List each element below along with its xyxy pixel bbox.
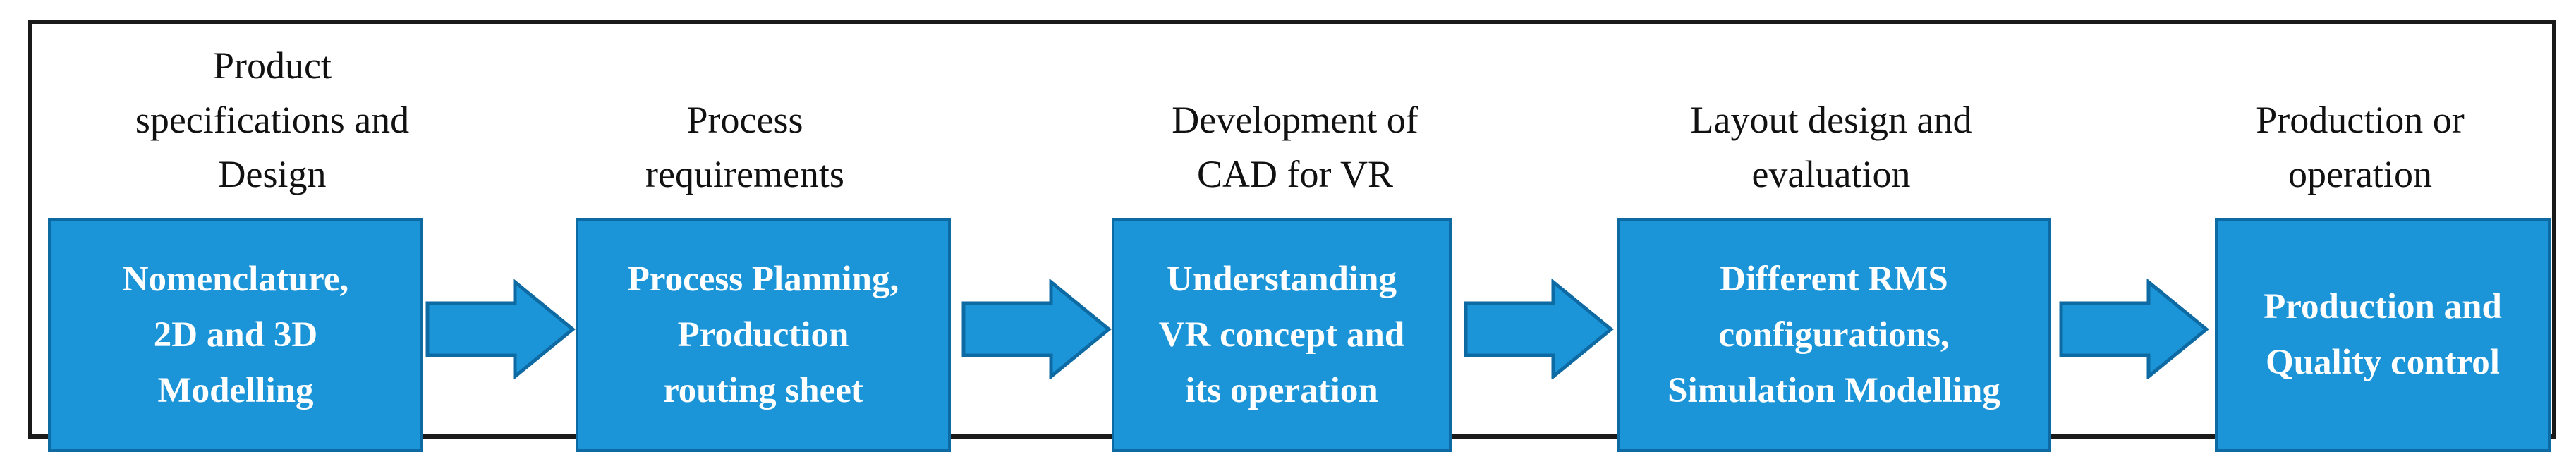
arrow-3-icon (1464, 279, 1614, 379)
stage-4-heading: Layout design and evaluation (1690, 99, 1972, 195)
stage-5-box-text: Production and Quality control (2264, 287, 2502, 382)
stage-3-box-text: Understanding VR concept and its operati… (1158, 259, 1405, 410)
stage-3-box: Understanding VR concept and its operati… (1112, 218, 1452, 452)
stage-2-box: Process Planning, Production routing she… (576, 218, 951, 452)
arrow-2-icon (961, 279, 1112, 379)
process-flow-frame: Product specifications and Design Nomenc… (28, 20, 2556, 452)
stage-4-box: Different RMS configurations, Simulation… (1617, 218, 2051, 452)
arrow-1-icon (425, 279, 576, 379)
stage-1-box-text: Nomenclature, 2D and 3D Modelling (122, 259, 349, 410)
stage-4-box-text: Different RMS configurations, Simulation… (1667, 259, 2000, 410)
stage-2-heading: Process requirements (645, 99, 844, 195)
arrow-4-icon (2059, 279, 2209, 379)
stage-1-heading: Product specifications and Design (135, 44, 410, 195)
stage-3-heading: Development of CAD for VR (1172, 99, 1418, 195)
stage-2-box-text: Process Planning, Production routing she… (627, 259, 899, 410)
stage-5-heading: Production or operation (2256, 99, 2465, 195)
stage-1-box: Nomenclature, 2D and 3D Modelling (48, 218, 423, 452)
stage-5-box: Production and Quality control (2215, 218, 2551, 452)
